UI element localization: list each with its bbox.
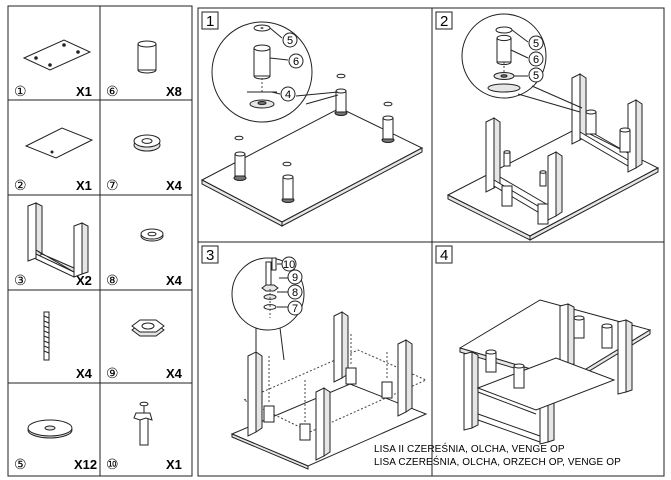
part-number: ⑧ — [106, 272, 119, 288]
part-qty: X1 — [76, 84, 92, 99]
detail-magnifier — [211, 21, 339, 123]
wrench-icon — [133, 401, 153, 446]
step-number: 2 — [440, 13, 448, 30]
spacer — [381, 101, 395, 143]
spacer — [334, 73, 348, 116]
glass-shelf — [476, 357, 616, 411]
part-number: ③ — [14, 272, 27, 288]
detail-magnifier — [231, 257, 305, 361]
spacer — [281, 161, 295, 203]
detail-magnifier — [461, 13, 583, 113]
part-cylinder-spacer: ⑥ X8 — [106, 40, 182, 99]
part-number: ⑥ — [106, 83, 119, 99]
part-hex-nut: ⑨ X4 — [106, 319, 183, 381]
step-4-panel: 4 — [435, 245, 652, 445]
glass-top-icon — [22, 39, 92, 71]
callouts: 5 6 5 — [510, 29, 544, 83]
step-number: 4 — [440, 247, 448, 264]
threaded-rod-icon — [43, 311, 50, 361]
flat-washer-icon — [140, 228, 164, 242]
suction-pad-icon — [27, 419, 73, 439]
leg-frame — [333, 311, 413, 417]
step-3-panel: 3 — [201, 245, 428, 470]
step-2-panel: 2 — [435, 11, 660, 241]
model-caption: LISA II CZEREŚNIA, OLCHA, VENGE OP LISA … — [374, 442, 621, 468]
step-1-panel: 1 — [200, 11, 424, 227]
part-qty: X4 — [166, 273, 183, 288]
parts-panel: ① X1 ⑥ X8 ② X1 — [7, 5, 193, 477]
callouts: 10 9 8 7 — [277, 256, 303, 316]
part-number: ① — [14, 83, 27, 99]
part-qty: X1 — [166, 457, 182, 472]
part-flat-washer: ⑧ X4 — [106, 228, 183, 288]
callout-label: 5 — [287, 35, 293, 47]
spacer-stack — [501, 150, 513, 207]
callout-label: 9 — [292, 272, 298, 284]
part-suction-pad: ⑤ X12 — [14, 419, 97, 472]
part-qty: X4 — [76, 366, 93, 381]
part-qty: X12 — [74, 457, 97, 472]
caption-line-1: LISA II CZEREŚNIA, OLCHA, VENGE OP — [374, 442, 565, 455]
cylinder-spacer-icon — [137, 40, 157, 74]
spacer-stack — [585, 109, 597, 135]
part-thick-washer: ⑦ X4 — [106, 134, 183, 193]
part-qty: X1 — [76, 178, 92, 193]
part-qty: X8 — [166, 84, 182, 99]
thick-washer-icon — [133, 134, 161, 152]
step-number: 1 — [206, 13, 214, 30]
callout-label: 5 — [533, 38, 539, 50]
u-leg-frame-icon — [27, 202, 89, 278]
part-glass-top: ① X1 — [14, 39, 92, 99]
part-threaded-rod: X4 — [43, 311, 93, 381]
spacer-stack — [537, 170, 549, 225]
part-number: ⑩ — [106, 456, 119, 472]
part-glass-shelf: ② X1 — [14, 127, 94, 193]
callout-label: 6 — [533, 54, 539, 66]
part-number: ② — [14, 177, 27, 193]
callout-label: 10 — [283, 259, 295, 271]
part-qty: X4 — [166, 178, 183, 193]
caption-line-2: LISA CZEREŚNIA, OLCHA, ORZECH OP, VENGE … — [374, 455, 621, 468]
hex-nut-icon — [131, 319, 165, 337]
step-number: 3 — [206, 247, 214, 264]
part-number: ⑤ — [14, 456, 27, 472]
callout-label: 5 — [533, 70, 539, 82]
callout-label: 4 — [285, 89, 291, 101]
leg-frame — [485, 117, 563, 221]
callouts: 5 6 4 — [269, 27, 304, 102]
glass-shelf-icon — [24, 127, 94, 159]
part-wrench: ⑩ X1 — [106, 401, 182, 472]
part-number: ⑦ — [106, 177, 119, 193]
part-qty: X4 — [166, 366, 183, 381]
part-u-leg-frame: ③ X2 — [14, 202, 92, 288]
callout-label: 8 — [292, 287, 298, 299]
part-qty: X2 — [76, 273, 92, 288]
spacer — [233, 135, 247, 181]
callout-label: 7 — [292, 303, 298, 315]
leg-frame — [559, 303, 633, 395]
spacer-stack — [619, 127, 631, 153]
part-number: ⑨ — [106, 365, 119, 381]
leg-frame — [247, 351, 331, 461]
leg-frame — [571, 73, 643, 173]
callout-label: 6 — [293, 56, 299, 68]
